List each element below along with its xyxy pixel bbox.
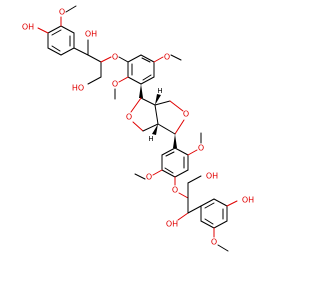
bond (187, 149, 198, 156)
bond (153, 56, 164, 63)
aromatic-double-bond (141, 57, 151, 63)
bond (47, 25, 62, 34)
bond (174, 147, 189, 156)
hydroxyl-label: OH (242, 196, 254, 205)
chemical-structure-diagram: OH O OH HO O O O O O (22, 5, 254, 252)
hydroxyl-label: OH (85, 30, 97, 39)
bond (161, 147, 176, 156)
methyl-bond (217, 244, 229, 252)
bond (127, 54, 142, 63)
bond (132, 121, 144, 132)
bond (226, 200, 238, 207)
bond (161, 169, 176, 178)
bond (140, 97, 156, 106)
bond (118, 76, 129, 83)
methoxy-oxygen-label: O (59, 8, 65, 17)
bond (140, 54, 155, 63)
methoxy-oxygen-label: O (164, 53, 170, 62)
aromatic-double-bond (164, 167, 174, 174)
methoxy-oxygen-label: O (112, 80, 118, 89)
bond (174, 169, 189, 178)
bond (154, 104, 159, 125)
bond (73, 47, 89, 56)
hydrogen-label: H (148, 135, 153, 143)
ether-oxygen-label: O (172, 186, 178, 195)
bond (213, 220, 228, 229)
ether-oxygen-label: O (112, 53, 118, 62)
stereo-wedge (139, 84, 143, 98)
bond (157, 123, 176, 135)
bond (60, 25, 75, 34)
bond (178, 192, 189, 199)
stereo-wedge (173, 134, 177, 148)
bond (152, 169, 163, 176)
hydroxyl-label: OH (206, 172, 218, 181)
methoxy-oxygen-label: O (211, 238, 217, 247)
aromatic-double-bond (142, 74, 152, 81)
bond (100, 56, 112, 63)
bond (169, 100, 184, 112)
bond (154, 100, 171, 106)
bond (174, 119, 185, 135)
methyl-bond (65, 5, 77, 13)
aromatic-double-bond (204, 202, 215, 209)
aromatic-double-bond (204, 218, 214, 225)
bond (200, 220, 215, 229)
furan-oxygen-label: O (126, 113, 132, 122)
aromatic-double-bond (165, 151, 175, 157)
bond (118, 56, 129, 63)
bond (127, 76, 142, 85)
hydroxyl-label: OH (166, 220, 178, 229)
bottom-phenol-ring (200, 198, 228, 229)
top-phenol-ring (47, 25, 75, 56)
stereo-wedge (155, 94, 161, 105)
bond (213, 198, 228, 207)
bond (177, 212, 189, 221)
bond (47, 47, 62, 56)
upper-syringyl-ring (127, 54, 155, 85)
methoxy-oxygen-label: O (198, 144, 204, 153)
bond (87, 54, 102, 63)
hydroxyl-label: OH (22, 23, 34, 32)
aromatic-double-bond (51, 29, 62, 36)
methoxy-oxygen-label: O (146, 173, 152, 182)
bond (200, 198, 215, 207)
bond (140, 76, 155, 85)
bond (37, 27, 49, 34)
stereo-wedge (152, 124, 158, 135)
furan-oxygen-label: O (183, 110, 189, 119)
furofuran-core: O O H H (126, 84, 189, 148)
hydrogen-label: H (157, 87, 162, 95)
bond (187, 175, 202, 184)
methyl-bond (170, 54, 182, 61)
bond (187, 205, 202, 214)
methyl-bond (134, 173, 146, 180)
bond (87, 76, 102, 85)
aromatic-double-bond (51, 45, 61, 52)
hydroxyl-label: HO (72, 84, 84, 93)
lower-syringyl-ring (161, 147, 189, 178)
bond (142, 123, 159, 132)
bond (130, 97, 142, 113)
bond (60, 47, 75, 56)
